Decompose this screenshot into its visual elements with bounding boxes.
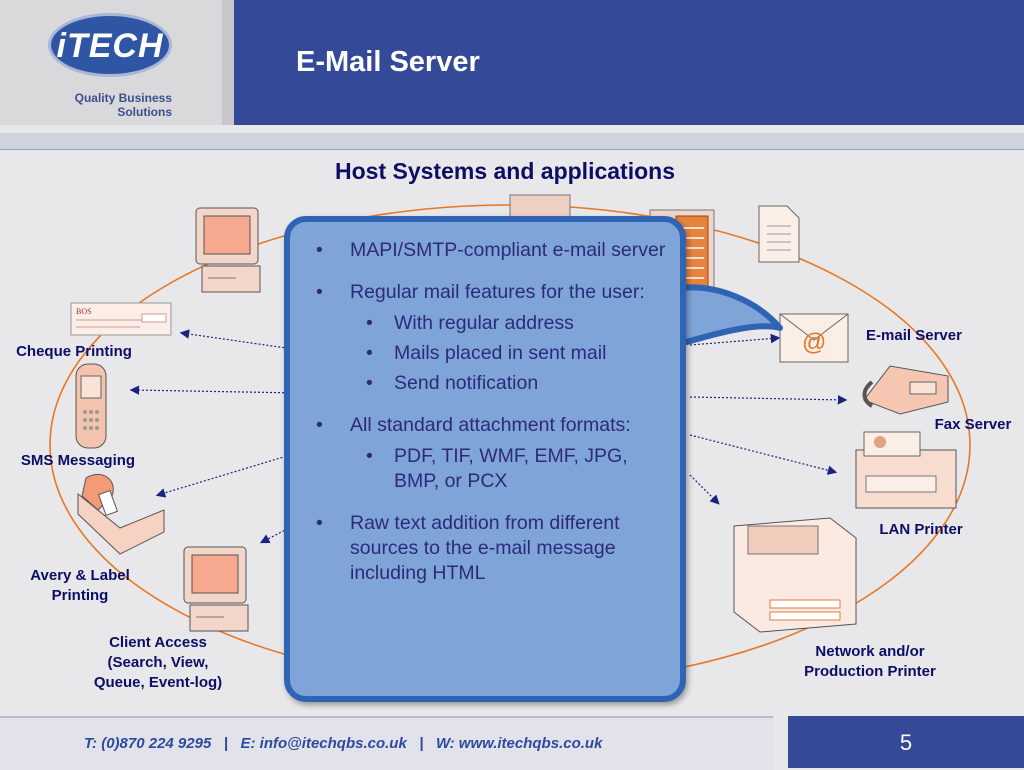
feature-item: • All standard attachment formats: • PDF,… <box>310 413 670 494</box>
feature-item: • Regular mail features for the user: • W… <box>310 280 670 396</box>
feature-sublist: • PDF, TIF, WMF, EMF, JPG, BMP, or PCX <box>350 444 670 494</box>
footer-bar <box>0 716 773 770</box>
feature-text: All standard attachment formats: <box>350 414 631 436</box>
sub-feature-text: Mails placed in sent mail <box>394 342 607 364</box>
feature-text: MAPI/SMTP-compliant e-mail server <box>350 239 666 261</box>
page-number: 5 <box>899 730 913 755</box>
production-printer-icon <box>733 517 857 633</box>
tagline: Quality Business Solutions <box>56 91 172 119</box>
callout-tail <box>676 284 783 347</box>
lan-printer-icon <box>855 431 957 509</box>
arrow-fax <box>689 395 848 405</box>
label-network-printer: Network and/or Production Printer <box>780 642 960 682</box>
feature-text: Raw text addition from different sources… <box>350 512 620 584</box>
label-cheque-printing: Cheque Printing <box>16 343 132 360</box>
feature-text: Regular mail features for the user: <box>350 281 645 303</box>
tagline-line-1: Quality Business <box>74 91 172 105</box>
page-title: E-Mail Server <box>296 46 480 78</box>
sub-feature-item: • Send notification <box>350 371 670 396</box>
sub-feature-item: • Mails placed in sent mail <box>350 341 670 366</box>
label-sms-messaging: SMS Messaging <box>20 452 136 469</box>
bullet-mark: • <box>366 372 373 394</box>
header-divider <box>0 133 1024 150</box>
tagline-line-2: Solutions <box>117 105 172 119</box>
sub-feature-item: • With regular address <box>350 311 670 336</box>
label-avery-printing: Avery & Label Printing <box>10 566 150 606</box>
itech-logo: iTECH <box>48 13 172 77</box>
label-fax-server: Fax Server <box>934 416 1012 433</box>
label-network-line-2: Production Printer <box>804 663 936 680</box>
label-client-line-2: (Search, View, <box>107 654 209 671</box>
label-client-access: Client Access (Search, View, Queue, Even… <box>70 633 246 693</box>
arrow-network <box>689 474 720 505</box>
label-printer-icon <box>77 473 165 555</box>
label-network-line-1: Network and/or <box>815 643 925 660</box>
label-lan-printer: LAN Printer <box>879 521 963 538</box>
desktop-computer-icon <box>195 207 261 293</box>
desktop-computer-icon <box>183 546 249 632</box>
mobile-phone-icon <box>75 363 107 449</box>
logo-text: iTECH <box>56 27 164 65</box>
cheque-icon: BOS <box>70 302 172 336</box>
sub-feature-text: PDF, TIF, WMF, EMF, JPG, BMP, or PCX <box>394 445 628 492</box>
logo-area: iTECH Quality Business Solutions <box>0 0 234 125</box>
feature-item: • Raw text addition from different sourc… <box>310 511 670 586</box>
fax-machine-icon <box>862 365 949 415</box>
feature-sublist: • With regular address • Mails placed in s… <box>350 311 670 396</box>
svg-text:BOS: BOS <box>76 307 92 316</box>
email-envelope-icon: @ <box>779 313 849 363</box>
sub-feature-text: Send notification <box>394 372 539 394</box>
label-avery-line-1: Avery & Label <box>30 567 130 584</box>
sub-feature-item: • PDF, TIF, WMF, EMF, JPG, BMP, or PCX <box>350 444 670 494</box>
bullet-mark: • <box>366 445 373 467</box>
feature-list: • MAPI/SMTP-compliant e-mail server • Re… <box>310 238 670 603</box>
bullet-mark: • <box>366 342 373 364</box>
feature-panel: • MAPI/SMTP-compliant e-mail server • Re… <box>284 216 686 702</box>
arrow-sms <box>129 385 301 395</box>
bullet-mark: • <box>316 414 323 436</box>
section-heading: Host Systems and applications <box>335 158 675 184</box>
bullet-mark: • <box>316 281 323 303</box>
sub-feature-text: With regular address <box>394 312 574 334</box>
label-client-line-1: Client Access <box>109 634 207 651</box>
document-icon <box>758 205 800 263</box>
arrow-cheque <box>179 329 301 351</box>
svg-text:@: @ <box>802 329 826 356</box>
feature-item: • MAPI/SMTP-compliant e-mail server <box>310 238 670 263</box>
label-email-server: E-mail Server <box>866 327 962 344</box>
contact-info: T: (0)870 224 9295 | E: info@itechqbs.co… <box>84 735 603 752</box>
arrow-label <box>155 454 291 498</box>
bullet-mark: • <box>316 239 323 261</box>
label-avery-line-2: Printing <box>51 587 109 604</box>
label-client-line-3: Queue, Event-log) <box>93 674 223 691</box>
page-number-box: 5 <box>788 716 1024 768</box>
bullet-mark: • <box>366 312 373 334</box>
arrow-email <box>689 333 781 346</box>
bullet-mark: • <box>316 512 323 534</box>
arrow-lan <box>689 434 838 475</box>
title-bar: E-Mail Server <box>234 0 1024 125</box>
